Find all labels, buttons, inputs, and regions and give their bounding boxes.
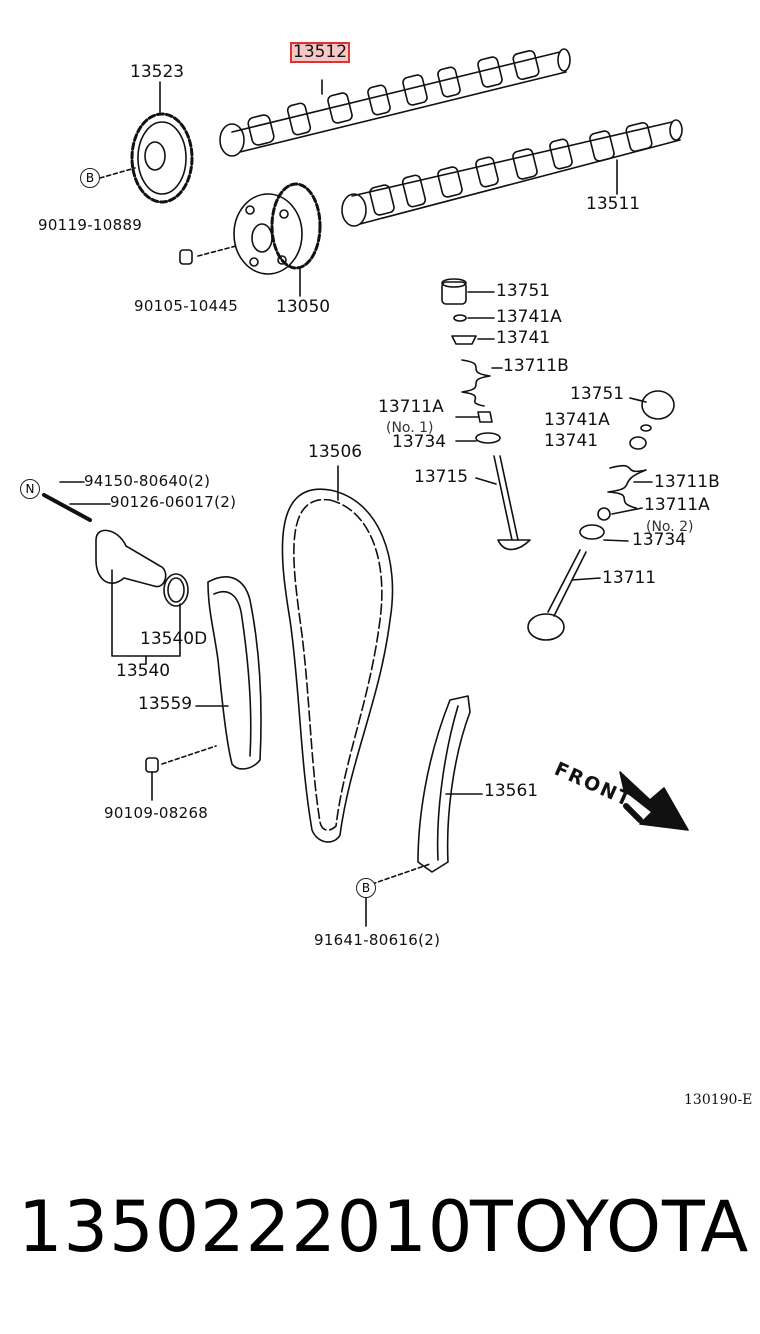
- part-13741-no2-label[interactable]: 13741: [544, 431, 599, 451]
- part-13711b-no2-label[interactable]: 13711B: [654, 472, 720, 492]
- part-91641-label[interactable]: 91641-80616(2): [314, 931, 441, 949]
- part-13512-label[interactable]: 13512: [290, 42, 351, 63]
- part-13741a-label[interactable]: 13741A: [496, 307, 562, 327]
- chain-guide-13559: [145, 576, 262, 801]
- diagram-code: 130190-E: [684, 1092, 753, 1108]
- part-13711a-no2-label[interactable]: 13711A: [644, 495, 710, 515]
- part-13751-label[interactable]: 13751: [496, 281, 551, 301]
- marker-b2-icon: B: [356, 878, 376, 898]
- part-90105-label[interactable]: 90105-10445: [134, 297, 239, 315]
- part-13751-no2-label[interactable]: 13751: [570, 384, 625, 404]
- part-94150-label[interactable]: 94150-80640(2): [84, 472, 211, 490]
- marker-n-icon: N: [20, 479, 40, 499]
- part-13540-label[interactable]: 13540: [116, 661, 171, 681]
- part-13741-label[interactable]: 13741: [496, 328, 551, 348]
- footer-brand: TOYOTA: [470, 1186, 750, 1268]
- no2-caption: (No. 2): [646, 519, 694, 535]
- valve-assembly-no1: [441, 278, 531, 551]
- part-13734-label[interactable]: 13734: [392, 432, 447, 452]
- timing-chain-13506: [281, 465, 394, 843]
- camshaft-13512: [219, 48, 571, 157]
- front-arrow: [619, 771, 689, 831]
- part-13741a-no2-label[interactable]: 13741A: [544, 410, 610, 430]
- part-13711a-label[interactable]: 13711A: [378, 397, 444, 417]
- part-13050-label[interactable]: 13050: [276, 297, 331, 317]
- part-13715-label[interactable]: 13715: [414, 467, 469, 487]
- chain-guide-13561: [365, 695, 483, 927]
- part-13734-no2-label[interactable]: 13734: [632, 530, 687, 550]
- marker-b-icon: B: [80, 168, 100, 188]
- part-13559-label[interactable]: 13559: [138, 694, 193, 714]
- part-13506-label[interactable]: 13506: [308, 442, 363, 462]
- tensioner-13540: [34, 481, 189, 665]
- part-90126-label[interactable]: 90126-06017(2): [110, 493, 237, 511]
- part-13540d-label[interactable]: 13540D: [140, 629, 208, 649]
- camshaft-13511: [341, 119, 683, 227]
- part-90119-label[interactable]: 90119-10889: [38, 216, 143, 234]
- no1-caption: (No. 1): [386, 420, 434, 436]
- footer-part-number: 1350222010: [18, 1186, 474, 1268]
- sprocket-13523: [99, 81, 194, 204]
- part-13523-label[interactable]: 13523: [130, 62, 185, 82]
- part-13711b-label[interactable]: 13711B: [503, 356, 569, 376]
- part-13511-label[interactable]: 13511: [586, 194, 641, 214]
- valve-assembly-no2: [527, 390, 675, 641]
- vvt-gear-13050: [179, 182, 322, 297]
- part-13711-label[interactable]: 13711: [602, 568, 657, 588]
- part-13561-label[interactable]: 13561: [484, 781, 539, 801]
- part-90109-label[interactable]: 90109-08268: [104, 804, 209, 822]
